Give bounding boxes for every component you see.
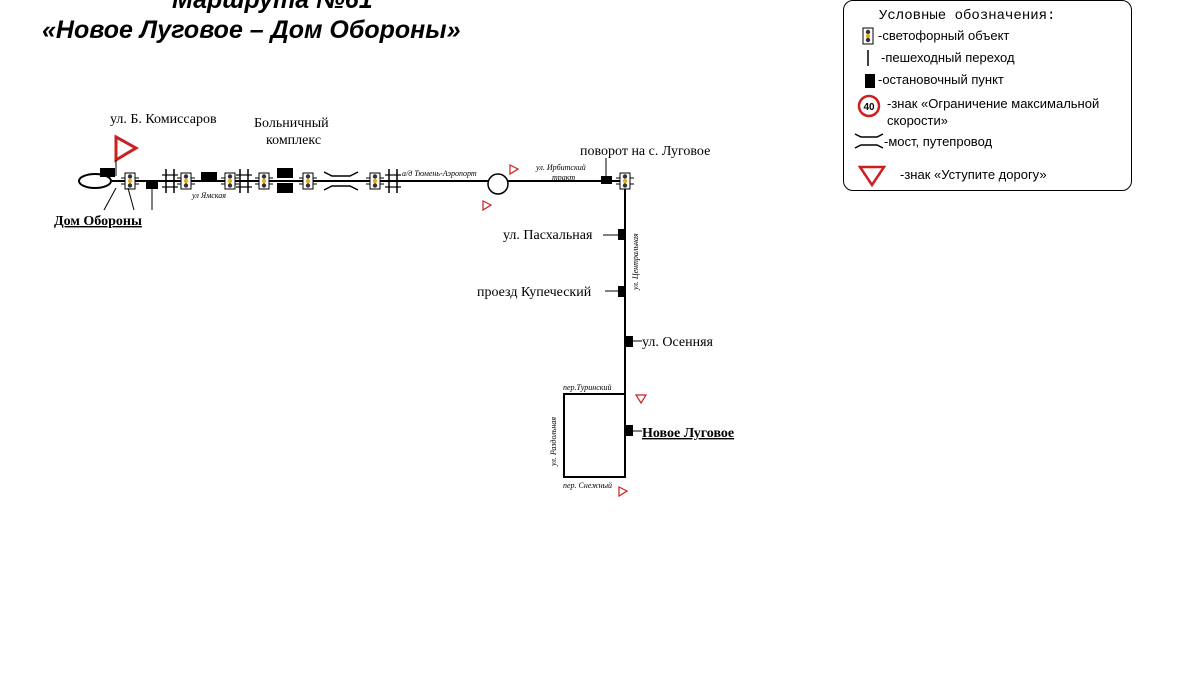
crosswalk-icon <box>235 168 253 194</box>
bus-stop-osennyaya <box>625 336 633 347</box>
bus-stop-hospital-opposite <box>277 183 293 193</box>
bus-stop-turn-lugovoe <box>601 176 612 184</box>
stop-label-osennyaya: ул. Осенняя <box>642 335 714 350</box>
traffic-light-icon <box>862 27 874 45</box>
stop-label-paskhalnaya: ул. Пасхальная <box>503 228 593 243</box>
legend-speed-limit-text-2: скорости» <box>887 113 948 128</box>
street-label-turinsky: пер.Туринский <box>563 383 612 392</box>
crosswalk-icon <box>161 168 179 194</box>
street-label-tsentralnaya: ул. Центральная <box>631 233 640 291</box>
legend-box: Условные обозначения: -светофорный объек… <box>843 0 1132 191</box>
stop-label-hospital-1: Больничный <box>254 116 329 131</box>
street-label-razdolnaya: ул. Раздольная <box>549 417 558 467</box>
yield-sign-icon <box>618 486 629 498</box>
stop-label-hospital-2: комплекс <box>266 133 321 148</box>
stop-label-b-komissarov: ул. Б. Комиссаров <box>110 112 217 127</box>
route-title-number: Маршрута №61 <box>172 0 373 14</box>
turnaround-loop <box>78 173 112 189</box>
bus-stop-paskhalnaya <box>618 229 625 240</box>
bus-stop-dom-oborony <box>146 180 158 189</box>
stop-label-novoe-lugovoe: Новое Луговое <box>642 426 734 441</box>
yield-sign-icon <box>482 200 493 212</box>
bus-stop-icon <box>865 74 875 88</box>
street-label-airport-road: а/д Тюмень-Аэропорт <box>402 169 477 178</box>
legend-crosswalk-text: -пешеходный переход <box>881 50 1015 65</box>
bus-stop-kupechesky <box>618 286 625 297</box>
bridge-icon <box>323 171 359 191</box>
roundabout <box>487 173 509 195</box>
stop-label-turn-lugovoe: поворот на с. Луговое <box>580 144 710 159</box>
street-label-yamskaya: ул Ямская <box>191 191 226 200</box>
yield-sign-icon <box>634 394 648 405</box>
yield-sign-icon <box>858 165 886 188</box>
legend-traffic-light-text: -светофорный объект <box>878 28 1010 43</box>
stop-label-kupechesky: проезд Купеческий <box>477 285 592 300</box>
crosswalk-icon <box>384 168 402 194</box>
legend-bridge-text: -мост, путепровод <box>884 134 993 149</box>
bus-stop-b-komissarov <box>201 172 217 181</box>
bus-stop-novoe-lugovoe <box>625 425 633 436</box>
bridge-icon <box>854 133 884 149</box>
street-label-irbitsky-1: ул. Ирбитский <box>535 163 586 172</box>
street-label-snezhny: пер. Снежный <box>563 481 612 490</box>
bus-stop-dom-oborony-terminal <box>100 168 115 177</box>
legend-heading: Условные обозначения: <box>879 8 1056 24</box>
street-label-irbitsky-2: тракт <box>552 173 575 182</box>
legend-speed-limit-text-1: -знак «Ограничение максимальной <box>887 96 1100 111</box>
speed-limit-sign-icon: 40 <box>857 94 881 118</box>
yield-sign-icon <box>509 164 520 176</box>
svg-text:40: 40 <box>863 102 875 113</box>
route-title-name: «Новое Луговое – Дом Обороны» <box>42 16 461 44</box>
route-loop <box>563 393 626 478</box>
legend-yield-text: -знак «Уступите дорогу» <box>900 167 1047 182</box>
legend-bus-stop-text: -остановочный пункт <box>878 72 1004 87</box>
crosswalk-icon <box>867 50 869 66</box>
stop-label-dom-oborony: Дом Обороны <box>54 214 142 229</box>
yield-sign-icon <box>114 134 140 163</box>
bus-stop-hospital <box>277 168 293 178</box>
